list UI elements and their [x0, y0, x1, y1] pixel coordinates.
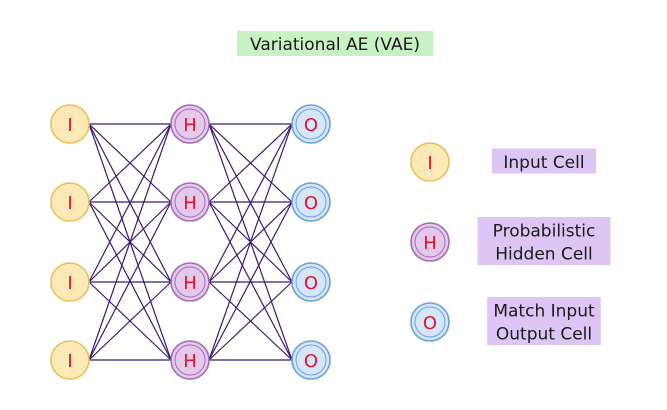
legend-input-label-line: Input Cell — [503, 153, 584, 173]
legend-label-highlight — [492, 148, 596, 174]
hidden-cell-letter: H — [183, 273, 197, 294]
input-node: I — [50, 182, 90, 222]
diagram-title: Variational AE (VAE) — [250, 35, 420, 55]
output-cell-letter: O — [304, 115, 318, 136]
legend-output-symbol: O — [410, 302, 450, 342]
output-cell-inner-ring — [295, 344, 327, 376]
connection-line — [208, 123, 293, 361]
output-cell-inner-ring — [295, 108, 327, 140]
input-node: I — [50, 262, 90, 302]
connection-line — [88, 281, 172, 361]
hidden-cell-circle — [410, 222, 450, 262]
hidden-cell-letter: H — [423, 233, 437, 254]
output-cell-inner-ring — [295, 266, 327, 298]
input-cell-circle — [410, 142, 450, 182]
legend-hidden-symbol: H — [410, 222, 450, 262]
legend-input-symbol: I — [410, 142, 450, 182]
legend-hidden-label-line: Hidden Cell — [495, 245, 593, 265]
input-cell-circle — [50, 182, 90, 222]
connection-line — [88, 123, 172, 283]
output-cell-letter: O — [304, 273, 318, 294]
input-cell-letter: I — [427, 153, 432, 174]
hidden-node: H — [170, 104, 210, 144]
connection-line — [208, 201, 293, 361]
input-node: I — [50, 104, 90, 144]
connection-line — [208, 281, 293, 361]
hidden-cell-circle — [170, 104, 210, 144]
hidden-cell-letter: H — [183, 351, 197, 372]
output-node: O — [291, 182, 331, 222]
hidden-node: H — [170, 262, 210, 302]
input-cell-letter: I — [67, 193, 72, 214]
hidden-cell-inner-ring — [174, 266, 206, 298]
hidden-cell-circle — [170, 340, 210, 380]
output-cell-circle — [291, 104, 331, 144]
output-cell-circle — [410, 302, 450, 342]
legend-output-label-line: Match Input — [493, 302, 595, 322]
legend-hidden-label-line: Probabilistic — [493, 222, 596, 242]
legend-output-label-line: Output Cell — [496, 325, 592, 345]
hidden-node: H — [170, 182, 210, 222]
hidden-node: H — [170, 340, 210, 380]
hidden-cell-circle — [170, 262, 210, 302]
hidden-cell-letter: H — [183, 115, 197, 136]
connection-line — [88, 123, 172, 361]
input-cell-circle — [50, 340, 90, 380]
output-cell-circle — [291, 340, 331, 380]
output-cell-circle — [291, 182, 331, 222]
hidden-cell-inner-ring — [174, 344, 206, 376]
output-node: O — [291, 340, 331, 380]
output-node: O — [291, 262, 331, 302]
hidden-cell-inner-ring — [174, 108, 206, 140]
hidden-cell-inner-ring — [414, 226, 446, 258]
network-nodes: I I I I H H H H O O O O — [50, 104, 331, 380]
connection-line — [208, 123, 293, 203]
input-cell-letter: I — [67, 351, 72, 372]
connection-line — [208, 123, 293, 283]
output-cell-letter: O — [423, 313, 437, 334]
output-cell-letter: O — [304, 193, 318, 214]
connection-line — [88, 201, 172, 361]
title-group: Variational AE (VAE) — [237, 31, 433, 56]
hidden-cell-letter: H — [183, 193, 197, 214]
hidden-cell-inner-ring — [174, 186, 206, 218]
connections — [88, 123, 293, 361]
input-node: I — [50, 340, 90, 380]
output-cell-letter: O — [304, 351, 318, 372]
legend-label-highlight — [477, 217, 611, 265]
input-cell-circle — [50, 104, 90, 144]
output-cell-circle — [291, 262, 331, 302]
input-cell-letter: I — [67, 273, 72, 294]
output-cell-inner-ring — [295, 186, 327, 218]
output-cell-inner-ring — [414, 306, 446, 338]
connection-line — [88, 123, 172, 203]
output-node: O — [291, 104, 331, 144]
input-cell-circle — [50, 262, 90, 302]
legend-label-highlight — [487, 297, 601, 345]
hidden-cell-circle — [170, 182, 210, 222]
title-highlight — [237, 31, 433, 56]
input-cell-letter: I — [67, 115, 72, 136]
